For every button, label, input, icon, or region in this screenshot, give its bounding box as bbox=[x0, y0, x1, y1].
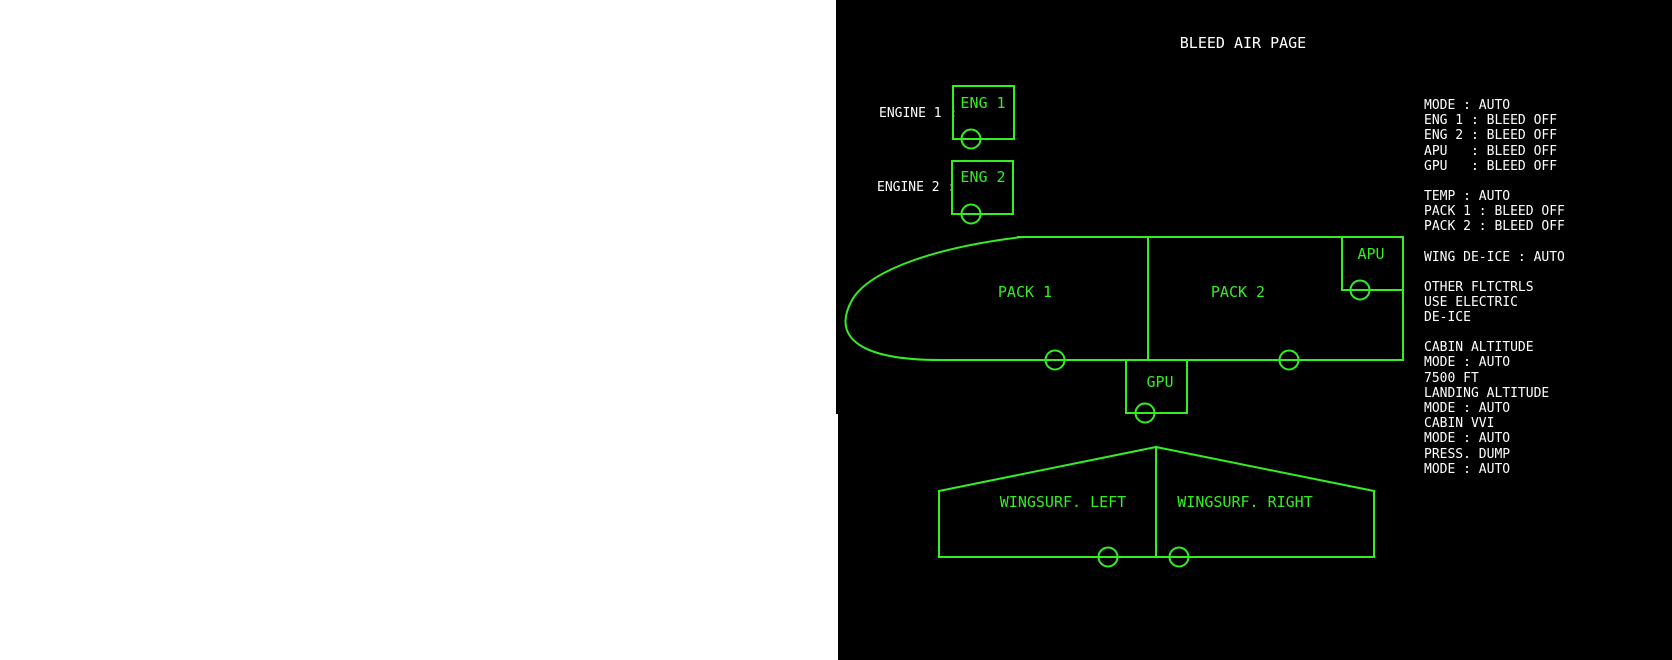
status-wing-deice: WING DE-ICE : AUTO bbox=[1424, 249, 1565, 265]
eng-1-box[interactable] bbox=[952, 85, 1015, 140]
status-panel: MODE : AUTO ENG 1 : BLEED OFF ENG 2 : BL… bbox=[1424, 98, 1664, 477]
pack-2-label[interactable]: PACK 2 bbox=[1211, 283, 1265, 301]
wingsurf-right-box[interactable] bbox=[1155, 445, 1375, 558]
status-temp: TEMP : AUTO bbox=[1424, 188, 1511, 204]
status-cabin-vvi-mode: MODE : AUTO bbox=[1424, 431, 1511, 447]
engine-1-label: ENGINE 1 : bbox=[879, 106, 957, 121]
status-cabin-altitude-mode: MODE : AUTO bbox=[1424, 355, 1511, 371]
gpu-label: GPU bbox=[1146, 373, 1173, 391]
pack-1-label[interactable]: PACK 1 bbox=[998, 283, 1052, 301]
status-mode: MODE : AUTO bbox=[1424, 98, 1511, 113]
apu-valve[interactable] bbox=[1349, 279, 1371, 301]
display-edge bbox=[836, 414, 838, 660]
status-landing-altitude-mode: MODE : AUTO bbox=[1424, 401, 1511, 416]
bleed-air-display bbox=[836, 0, 1672, 660]
status-spacer bbox=[1424, 174, 1664, 189]
eng-2-box[interactable] bbox=[951, 160, 1014, 215]
status-landing-altitude: LANDING ALTITUDE bbox=[1424, 385, 1550, 401]
status-apu: APU : BLEED OFF bbox=[1424, 143, 1558, 159]
gpu-box[interactable] bbox=[1125, 359, 1188, 414]
status-other-2: USE ELECTRIC bbox=[1424, 294, 1518, 310]
status-cabin-altitude-value: 7500 FT bbox=[1424, 370, 1479, 386]
status-spacer bbox=[1424, 265, 1664, 280]
status-other-3: DE-ICE bbox=[1424, 310, 1471, 326]
page-title: BLEED AIR PAGE bbox=[1180, 34, 1306, 52]
wingsurf-right-valve[interactable] bbox=[1168, 546, 1190, 568]
pack-1-valve[interactable] bbox=[1044, 349, 1066, 371]
apu-label: APU bbox=[1357, 245, 1384, 263]
status-eng-2: ENG 2 : BLEED OFF bbox=[1424, 128, 1558, 144]
status-spacer bbox=[1424, 235, 1664, 250]
eng-2-valve[interactable] bbox=[960, 203, 982, 225]
wingsurf-right-label: WINGSURF. RIGHT bbox=[1177, 493, 1312, 511]
status-spacer bbox=[1424, 325, 1664, 340]
pack-2-valve[interactable] bbox=[1278, 349, 1300, 371]
wingsurf-left-valve[interactable] bbox=[1097, 546, 1119, 568]
status-pack-2: PACK 2 : BLEED OFF bbox=[1424, 219, 1565, 235]
eng-2-label-box: ENG 2 bbox=[960, 168, 1005, 186]
status-press-dump: PRESS. DUMP bbox=[1424, 446, 1511, 462]
status-eng-1: ENG 1 : BLEED OFF bbox=[1424, 113, 1558, 129]
eng-1-valve[interactable] bbox=[960, 128, 982, 150]
fuselage-outline bbox=[844, 236, 1404, 361]
status-gpu: GPU : BLEED OFF bbox=[1424, 158, 1558, 174]
eng-1-label: ENG 1 bbox=[960, 94, 1005, 112]
gpu-valve[interactable] bbox=[1134, 402, 1156, 424]
apu-box[interactable] bbox=[1341, 236, 1404, 291]
wingsurf-left-label: WINGSURF. LEFT bbox=[1000, 493, 1126, 511]
status-cabin-vvi: CABIN VVI bbox=[1424, 416, 1495, 432]
status-pack-1: PACK 1 : BLEED OFF bbox=[1424, 204, 1565, 220]
status-other-1: OTHER FLTCTRLS bbox=[1424, 279, 1534, 295]
engine-2-label: ENGINE 2 : bbox=[877, 180, 955, 195]
status-cabin-altitude: CABIN ALTITUDE bbox=[1424, 340, 1534, 356]
status-press-dump-mode: MODE : AUTO bbox=[1424, 461, 1511, 477]
